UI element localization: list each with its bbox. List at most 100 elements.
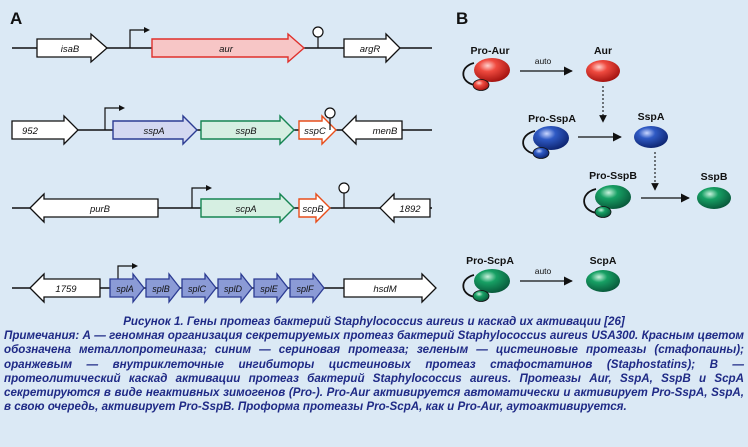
panel-b-label: B	[456, 9, 468, 28]
gene-splF-arrow	[289, 272, 325, 304]
gene-splC-arrow	[181, 272, 217, 304]
gene-sspA-label: sspA	[143, 126, 164, 137]
promoter-arrowhead	[119, 105, 125, 111]
terminator-loop	[338, 182, 350, 194]
label-pro-scpa: Pro-ScpA	[466, 255, 514, 267]
gene-scpB: scpB	[298, 192, 331, 224]
propeptide-link	[462, 62, 477, 86]
label-auto-scpa: auto	[535, 266, 552, 276]
label-pro-aur: Pro-Aur	[470, 45, 509, 57]
gene-scpA: scpA	[200, 192, 295, 224]
gene-splC: splC	[181, 272, 217, 304]
operon-row-4: 1759 splA splB splC splD	[12, 263, 437, 304]
promoter-arrowhead	[206, 185, 212, 191]
gene-scpB-arrow	[298, 192, 331, 224]
gene-aur-arrow	[151, 32, 306, 64]
gene-splD-label: splD	[224, 284, 243, 294]
gene-1759-label: 1759	[55, 284, 77, 295]
gene-splE: splE	[253, 272, 289, 304]
zymogen-pro-sspb: Pro-SspB	[583, 170, 637, 218]
promoter-sspA	[104, 105, 125, 130]
gene-menB-arrow	[341, 114, 403, 146]
terminator-loop	[312, 26, 324, 38]
gene-splE-arrow	[253, 272, 289, 304]
gene-splA: splA	[109, 272, 145, 304]
arrow-aur-auto: auto	[520, 56, 573, 76]
panel-b: B Pro-Aur auto Aur Pro-SspA SspA	[456, 9, 731, 302]
gene-argR-label: argR	[360, 44, 381, 55]
protease-body	[474, 58, 510, 82]
gene-argR: argR	[343, 32, 401, 64]
promoter-aur	[129, 27, 150, 48]
protease-body	[586, 60, 620, 82]
gene-menB-label: menB	[373, 126, 398, 137]
gene-hsdM-arrow	[343, 272, 437, 304]
gene-scpA-label: scpA	[235, 204, 256, 215]
gene-purB-arrow	[29, 192, 159, 224]
gene-splE-label: splE	[260, 284, 279, 294]
gene-sspB: sspB	[200, 114, 295, 146]
figure-caption: Рисунок 1. Гены протеаз бактерий Staphyl…	[4, 315, 744, 414]
panel-a: A isaB aur argR	[10, 9, 437, 304]
label-sspa: SspA	[638, 111, 665, 123]
protease-body	[697, 187, 731, 209]
gene-1759-arrow	[29, 272, 101, 304]
terminator-aur	[312, 26, 324, 48]
gene-sspC-label: sspC	[304, 126, 326, 137]
label-sspb: SspB	[701, 171, 728, 183]
zymogen-pro-scpa: Pro-ScpA	[462, 255, 514, 302]
promoter-arrowhead	[132, 263, 138, 269]
terminator-loop	[324, 107, 336, 119]
operon-row-3: purB scpA scpB 1892	[12, 182, 432, 224]
protease-body	[586, 270, 620, 292]
gene-hsdM-label: hsdM	[373, 284, 396, 295]
label-pro-sspa: Pro-SspA	[528, 113, 576, 125]
gene-purB-label: purB	[89, 204, 111, 215]
figure-canvas: A isaB aur argR	[10, 9, 731, 304]
active-sspa: SspA	[634, 111, 668, 148]
gene-splB: splB	[145, 272, 181, 304]
gene-952-arrow	[11, 114, 79, 146]
protease-body	[634, 126, 668, 148]
gene-scpA-arrow	[200, 192, 295, 224]
propeptide	[472, 290, 490, 302]
promoter-arrow	[129, 29, 144, 48]
gene-sspA-arrow	[112, 114, 198, 146]
gene-aur: aur	[151, 32, 306, 64]
protease-body	[533, 126, 569, 150]
propeptide	[532, 147, 550, 159]
gene-splA-arrow	[109, 272, 145, 304]
gene-sspB-arrow	[200, 114, 295, 146]
gene-1892-arrow	[379, 192, 431, 224]
gene-argR-arrow	[343, 32, 401, 64]
gene-sspB-label: sspB	[235, 126, 257, 137]
label-scpa: ScpA	[590, 255, 617, 267]
gene-sspC-arrow	[298, 114, 337, 146]
active-scpa: ScpA	[586, 255, 620, 292]
promoter-scpA	[191, 185, 212, 208]
gene-1759: 1759	[29, 272, 101, 304]
gene-sspC: sspC	[298, 114, 337, 146]
gene-splD: splD	[217, 272, 253, 304]
protease-body	[474, 269, 510, 293]
propeptide-link	[522, 130, 537, 155]
terminator-sspC	[324, 107, 336, 130]
label-auto-aur: auto	[535, 56, 552, 66]
gene-scpB-label: scpB	[302, 204, 324, 215]
caption-body: Примечания: А — геномная организация сек…	[4, 329, 744, 414]
gene-purB: purB	[29, 192, 159, 224]
gene-sspA: sspA	[112, 114, 198, 146]
gene-splB-arrow	[145, 272, 181, 304]
gene-splF-label: splF	[296, 284, 314, 294]
gene-isaB-arrow	[36, 32, 108, 64]
propeptide-link	[583, 188, 598, 214]
gene-splA-label: splA	[116, 284, 134, 294]
active-aur: Aur	[586, 45, 620, 82]
gene-splD-arrow	[217, 272, 253, 304]
zymogen-pro-aur: Pro-Aur	[462, 45, 510, 91]
propeptide	[472, 79, 490, 91]
propeptide	[594, 206, 612, 218]
operon-row-2: 952 sspA sspB sspC	[11, 105, 432, 146]
gene-splB-label: splB	[152, 284, 170, 294]
promoter-arrowhead	[144, 27, 150, 33]
